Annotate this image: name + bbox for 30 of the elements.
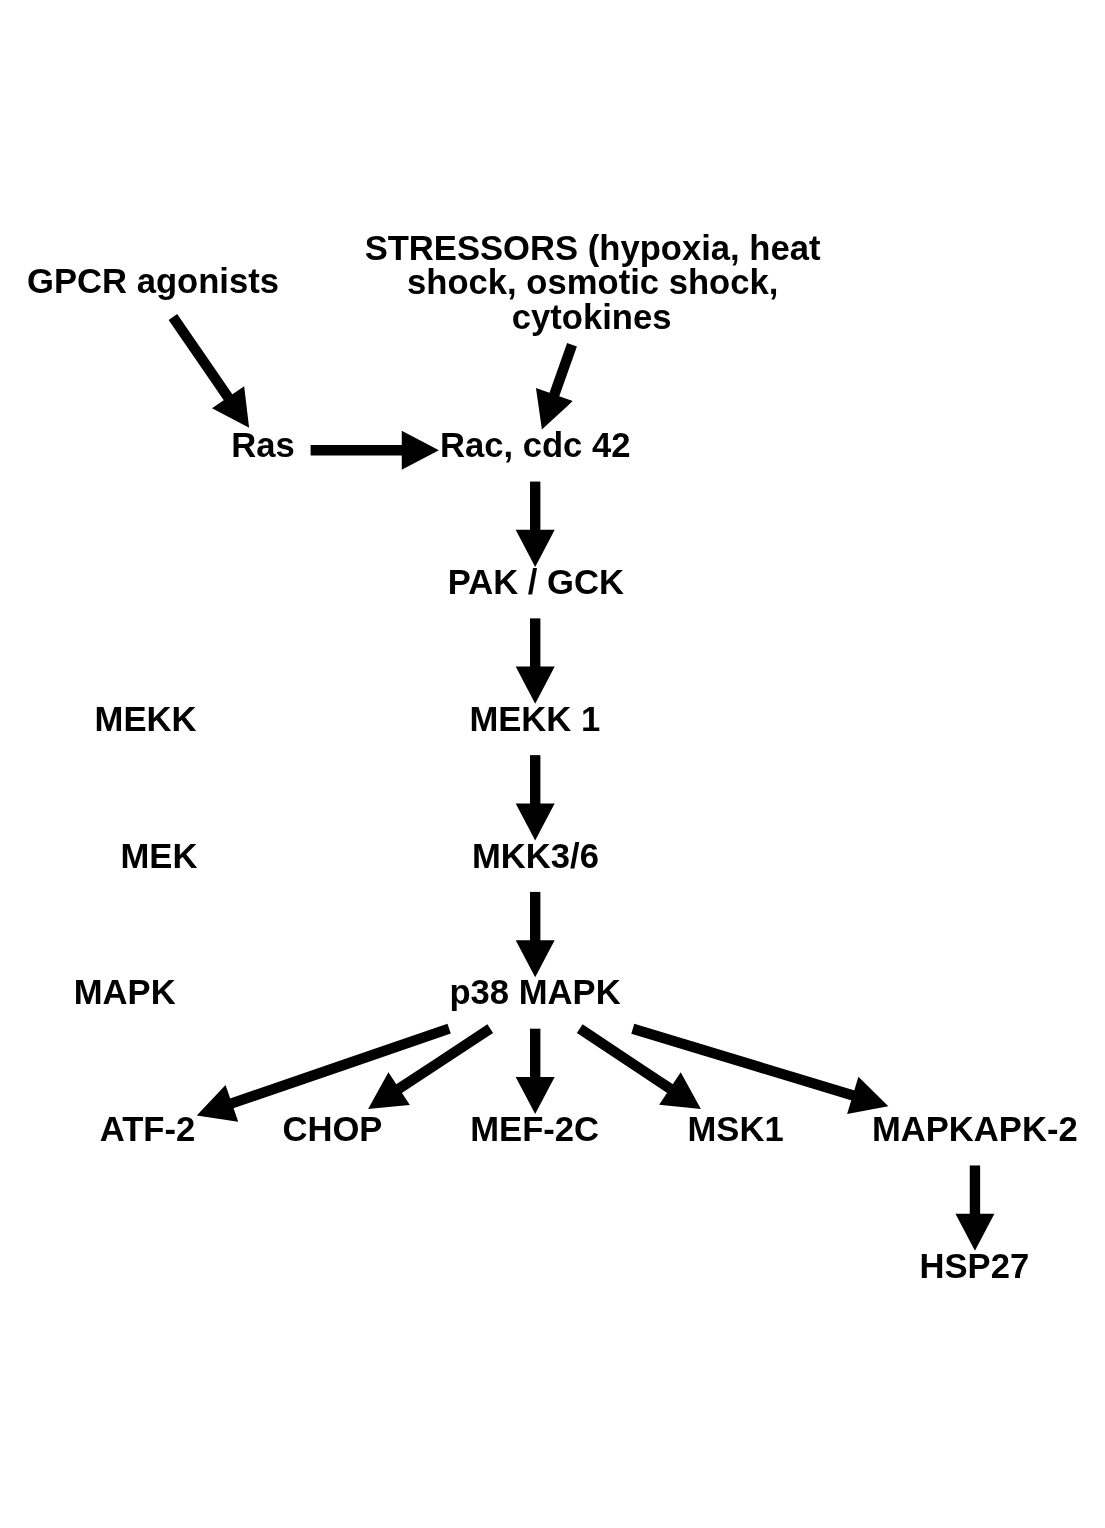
- node-text: MEKK 1: [469, 699, 601, 738]
- node-text: GPCR agonists: [27, 261, 279, 300]
- arrow: [515, 481, 555, 567]
- label: MEKK: [94, 699, 197, 738]
- node-text: MKK3/6: [471, 836, 599, 875]
- arrow: [196, 1023, 451, 1122]
- arrow: [310, 430, 439, 470]
- node-text: PAK / GCK: [447, 562, 625, 601]
- label: MEK: [120, 836, 198, 875]
- label: MAPK: [73, 972, 176, 1011]
- arrow: [368, 1023, 494, 1109]
- node-text: MAPKAPK-2: [871, 1109, 1078, 1148]
- arrow: [515, 754, 555, 841]
- arrow: [515, 891, 555, 977]
- arrow: [576, 1023, 701, 1109]
- node-text: MSK1: [687, 1109, 784, 1148]
- node-text: ATF-2: [99, 1109, 196, 1148]
- node-text: MEF-2C: [470, 1109, 600, 1148]
- node-text: CHOP: [282, 1109, 383, 1148]
- arrow: [515, 1028, 555, 1114]
- arrow: [515, 617, 555, 704]
- node-text: STRESSORS (hypoxia, heat shock, osmotic shock, cytokines: [364, 228, 821, 336]
- arrow: [955, 1164, 995, 1251]
- node-text: HSP27: [919, 1246, 1030, 1285]
- arrow: [535, 342, 577, 430]
- node-text: Rac, cdc 42: [439, 425, 631, 464]
- arrow: [631, 1023, 889, 1114]
- arrow: [168, 313, 250, 428]
- node-text: p38 MAPK: [449, 972, 621, 1011]
- node-text: Ras: [231, 425, 295, 464]
